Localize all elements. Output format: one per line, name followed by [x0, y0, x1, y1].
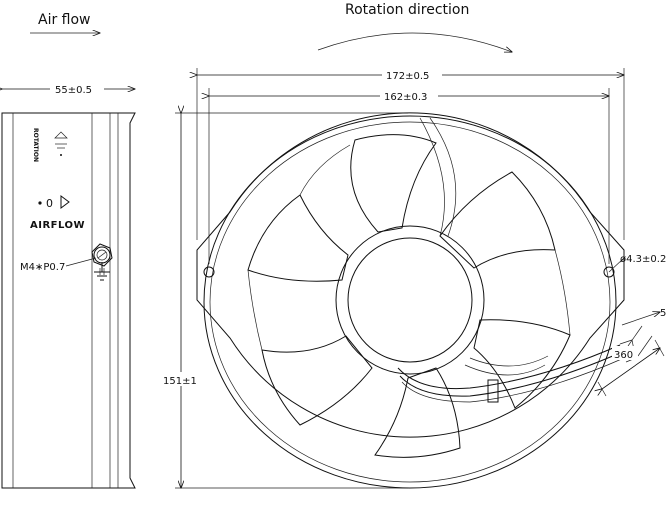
mounting-hole-left — [203, 266, 215, 278]
housing-ring-outer — [203, 115, 617, 489]
height-label: 151±1 — [163, 376, 197, 387]
lead-length-label: 360 — [614, 350, 633, 361]
lead-length-dimension-line — [602, 348, 660, 389]
rotation-mark-icon — [54, 131, 68, 139]
depth-dimension-label: 55±0.5 — [55, 85, 92, 96]
fan-housing-outline — [196, 112, 625, 438]
fan-blades — [247, 134, 571, 458]
width-total-label: 172±0.5 — [386, 71, 429, 82]
air-flow-label: Air flow — [38, 12, 91, 28]
housing-ring-inner — [209, 121, 611, 483]
airflow-dot — [38, 201, 42, 205]
airflow-triangle-icon — [60, 195, 70, 209]
hub-outer — [335, 225, 485, 375]
zero-mark: 0 — [46, 197, 53, 210]
screw-label: M4∗P0.7 — [20, 262, 65, 273]
screw-leader-line — [65, 257, 97, 267]
front-view: 172±0.5 162±0.3 151±1 — [160, 67, 666, 489]
mounting-hole-right — [603, 266, 615, 278]
rotation-mark-text: ROTATION — [32, 128, 39, 162]
hole-leader-line — [608, 257, 625, 273]
lead-strip-label: 5 — [660, 308, 666, 319]
strut — [429, 117, 457, 237]
hole-diameter-label: ø4.3±0.2 — [620, 254, 666, 265]
airflow-mark-text: AIRFLOW — [30, 220, 85, 231]
cable-tie — [487, 379, 499, 403]
ground-icon — [94, 262, 110, 281]
rotation-direction-label: Rotation direction — [345, 2, 469, 18]
hub-inner — [347, 237, 473, 363]
side-view: 55±0.5 ROTATION 0 AIRFLOW — [1, 81, 136, 489]
rotation-arrow — [317, 32, 512, 52]
side-body-outline — [1, 112, 136, 489]
lead-wire — [397, 339, 637, 403]
hole-pitch-label: 162±0.3 — [384, 92, 427, 103]
